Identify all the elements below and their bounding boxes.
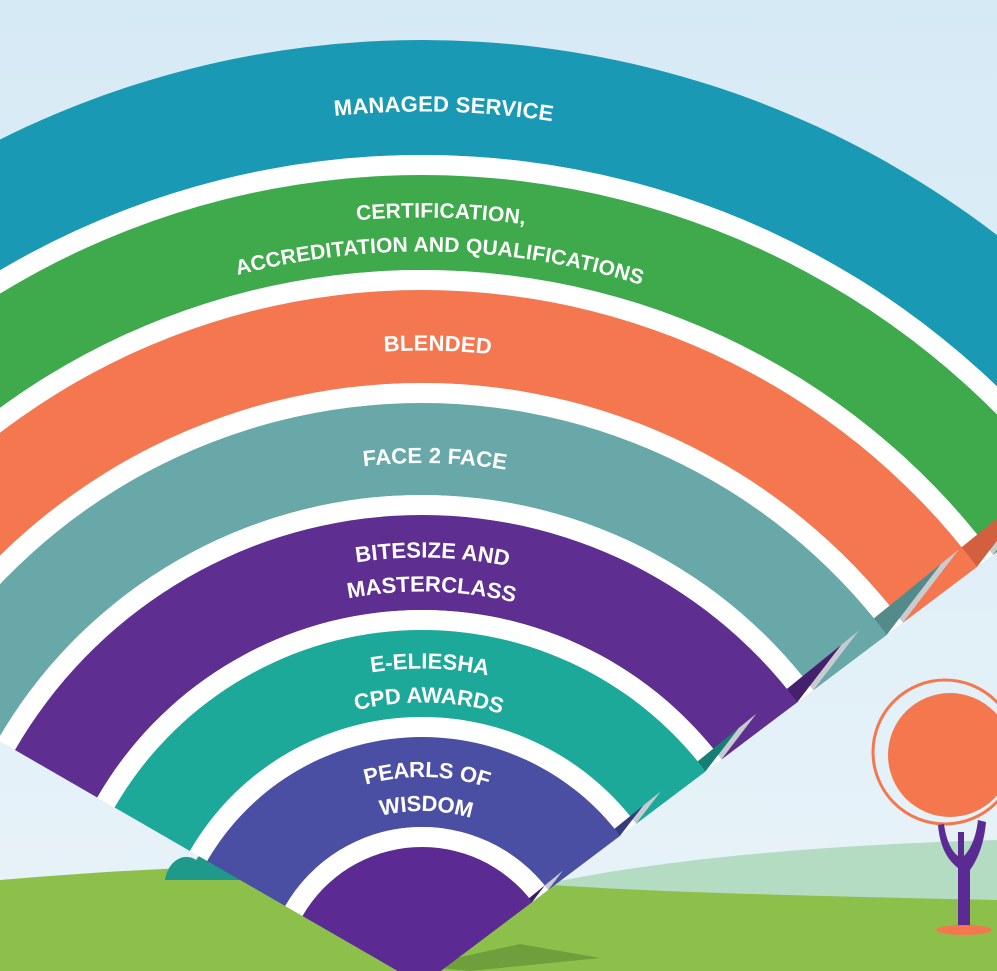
- separator: [189, 717, 637, 861]
- band-certification: [0, 175, 997, 555]
- separator-side: [797, 630, 859, 703]
- separator: [0, 383, 903, 635]
- funnel: [0, 40, 997, 971]
- separator-side: [886, 549, 959, 635]
- band-face-2-face: [0, 403, 887, 737]
- separator: [97, 609, 722, 808]
- separator: [0, 495, 814, 750]
- funnel-shadow: [420, 944, 600, 971]
- band-label-text: BLENDED: [383, 330, 493, 359]
- band-blended: [0, 290, 978, 623]
- band-managed-service: [0, 40, 997, 387]
- band-pearls: [207, 736, 621, 906]
- band-tip: [302, 847, 533, 971]
- band-bitesize: [14, 514, 798, 798]
- band-label-blended: BLENDED: [383, 330, 493, 359]
- band-e-eliesha: [114, 629, 706, 851]
- tree: [871, 678, 997, 935]
- separator: [285, 827, 549, 916]
